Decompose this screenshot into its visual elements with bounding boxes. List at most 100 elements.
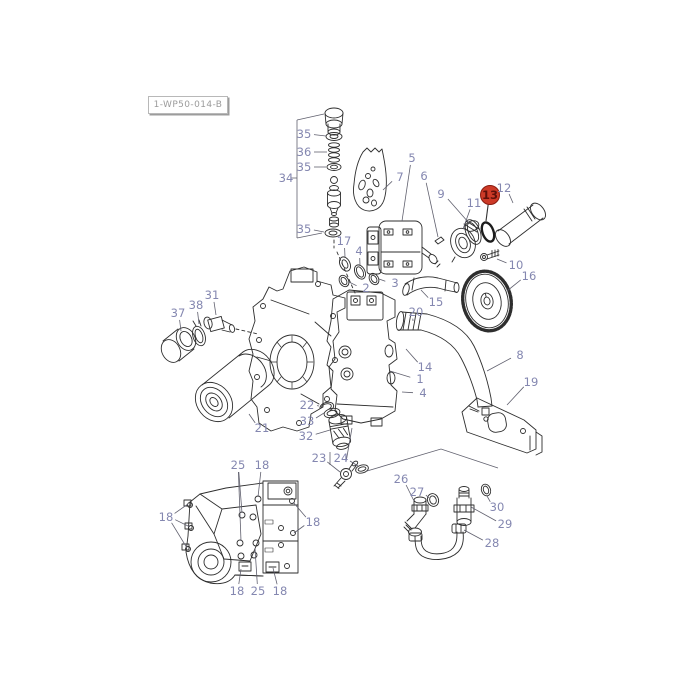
strainer-32	[328, 414, 352, 450]
part-number-callout[interactable]: 38	[189, 298, 204, 325]
part-number-callout[interactable]: 28	[463, 529, 500, 550]
part-number-callout[interactable]: 11	[462, 196, 482, 230]
valve-body-1	[326, 289, 398, 427]
part-number-text: 31	[205, 288, 220, 302]
callout-leader-line	[238, 568, 242, 585]
part-number-text: 23	[312, 451, 327, 465]
part-number-text: 15	[429, 295, 444, 309]
sensor-31	[203, 315, 259, 335]
part-number-text: 13	[482, 188, 498, 202]
callout-leader-line	[238, 471, 242, 542]
part-number-callout[interactable]: 18	[255, 458, 270, 498]
callout-leader-line	[401, 164, 411, 222]
part-number-text: 35	[297, 127, 312, 141]
part-number-callout[interactable]: 4	[355, 244, 363, 266]
o-ring-24	[355, 464, 369, 474]
part-number-callout[interactable]: 36	[297, 145, 327, 159]
o-ring-30	[480, 483, 492, 497]
part-number-text: 25	[251, 584, 266, 598]
drive-key-6	[434, 236, 445, 245]
part-number-text: 18	[159, 510, 174, 524]
part-number-callout[interactable]: 35	[297, 160, 326, 174]
part-number-text: 16	[522, 269, 537, 283]
callout-leader-line	[292, 501, 307, 518]
hydraulic-pump	[366, 220, 441, 275]
part-number-callout[interactable]: 32	[299, 429, 331, 443]
part-number-callout[interactable]: 35	[297, 222, 325, 236]
part-number-callout[interactable]: 18	[159, 503, 191, 549]
part-number-callout[interactable]: 18	[230, 568, 245, 598]
suction-pipe-8	[395, 311, 493, 422]
part-number-callout[interactable]: 15	[420, 289, 444, 309]
part-number-text: 27	[410, 485, 425, 499]
part-number-callout[interactable]: 25	[231, 458, 246, 542]
part-number-callout[interactable]: 29	[470, 506, 512, 531]
part-number-callout[interactable]: 27	[410, 485, 430, 499]
part-number-callout[interactable]: 21	[248, 413, 269, 435]
elbow-fitting-26	[403, 496, 429, 537]
callout-leader-line	[272, 567, 278, 585]
part-number-text: 11	[467, 196, 482, 210]
callout-leader-line	[213, 301, 217, 316]
part-number-text: 36	[297, 145, 312, 159]
part-number-callout[interactable]: 31	[205, 288, 220, 316]
part-number-text: 37	[171, 306, 186, 320]
part-number-callout[interactable]: 17	[337, 234, 352, 258]
callout-leader-line	[382, 181, 393, 191]
part-number-callout[interactable]: 4	[401, 386, 427, 400]
part-number-callout[interactable]: 16	[506, 269, 537, 292]
part-number-callout[interactable]: 18	[292, 501, 320, 534]
part-number-text: 35	[297, 160, 312, 174]
part-number-text: 1	[416, 372, 423, 386]
clamp-ring-38	[192, 319, 206, 347]
part-number-callout[interactable]: 7	[382, 170, 404, 191]
callout-leader-line	[349, 460, 359, 467]
part-number-callout[interactable]: 2	[348, 281, 370, 295]
callout-leader-line	[313, 229, 325, 233]
callout-leader-line	[348, 281, 357, 287]
callout-leader-line	[485, 201, 490, 222]
part-number-text: 38	[189, 298, 204, 312]
part-number-callout[interactable]: 25	[251, 547, 266, 598]
part-number-text: 7	[396, 170, 403, 184]
part-number-text: 2	[362, 281, 369, 295]
part-number-callout[interactable]: 34	[279, 171, 296, 185]
part-number-text: 26	[394, 472, 409, 486]
part-number-callout[interactable]: 33	[300, 412, 325, 428]
part-number-callout[interactable]: 3	[378, 276, 399, 290]
cap-37	[160, 327, 197, 363]
callout-leader-line	[175, 519, 191, 528]
part-number-callout[interactable]: 35	[297, 127, 327, 141]
part-number-callout[interactable]: 20	[409, 305, 424, 322]
part-number-callout-highlighted[interactable]: 13	[480, 185, 500, 222]
part-number-text: 18	[230, 584, 245, 598]
part-number-callout[interactable]: 26	[394, 472, 415, 502]
suction-tube-12	[495, 202, 546, 247]
part-number-callout[interactable]: 23	[312, 451, 341, 473]
part-number-callout[interactable]: 5	[401, 151, 416, 222]
bottom-cover-assembly	[181, 480, 299, 585]
part-number-text: 5	[408, 151, 415, 165]
diagram-ref-label: 1-WP50-014-B	[148, 96, 228, 114]
part-number-callout[interactable]: 6	[420, 169, 439, 238]
callout-leader-line	[313, 134, 327, 137]
part-number-callout[interactable]: 37	[171, 306, 186, 332]
part-number-text: 28	[485, 536, 500, 550]
part-number-callout[interactable]: 1	[389, 370, 424, 386]
part-number-callout[interactable]: 24	[334, 451, 359, 467]
callout-leader-line	[179, 319, 182, 332]
part-number-text: 20	[409, 305, 424, 319]
callout-leader-line	[470, 506, 497, 522]
part-number-callout[interactable]: 18	[272, 567, 288, 598]
part-number-callout[interactable]: 19	[506, 375, 538, 406]
part-number-callout[interactable]: 30	[486, 495, 504, 514]
highlight-badge	[480, 185, 500, 205]
part-number-callout[interactable]: 14	[405, 348, 432, 374]
part-number-callout[interactable]: 9	[437, 187, 470, 224]
part-number-callout[interactable]: 22	[300, 398, 320, 412]
part-number-callout[interactable]: 8	[486, 348, 524, 372]
part-number-callout[interactable]: 12	[497, 181, 514, 204]
part-number-callout[interactable]: 10	[496, 258, 523, 272]
callout-leader-line	[463, 529, 484, 541]
